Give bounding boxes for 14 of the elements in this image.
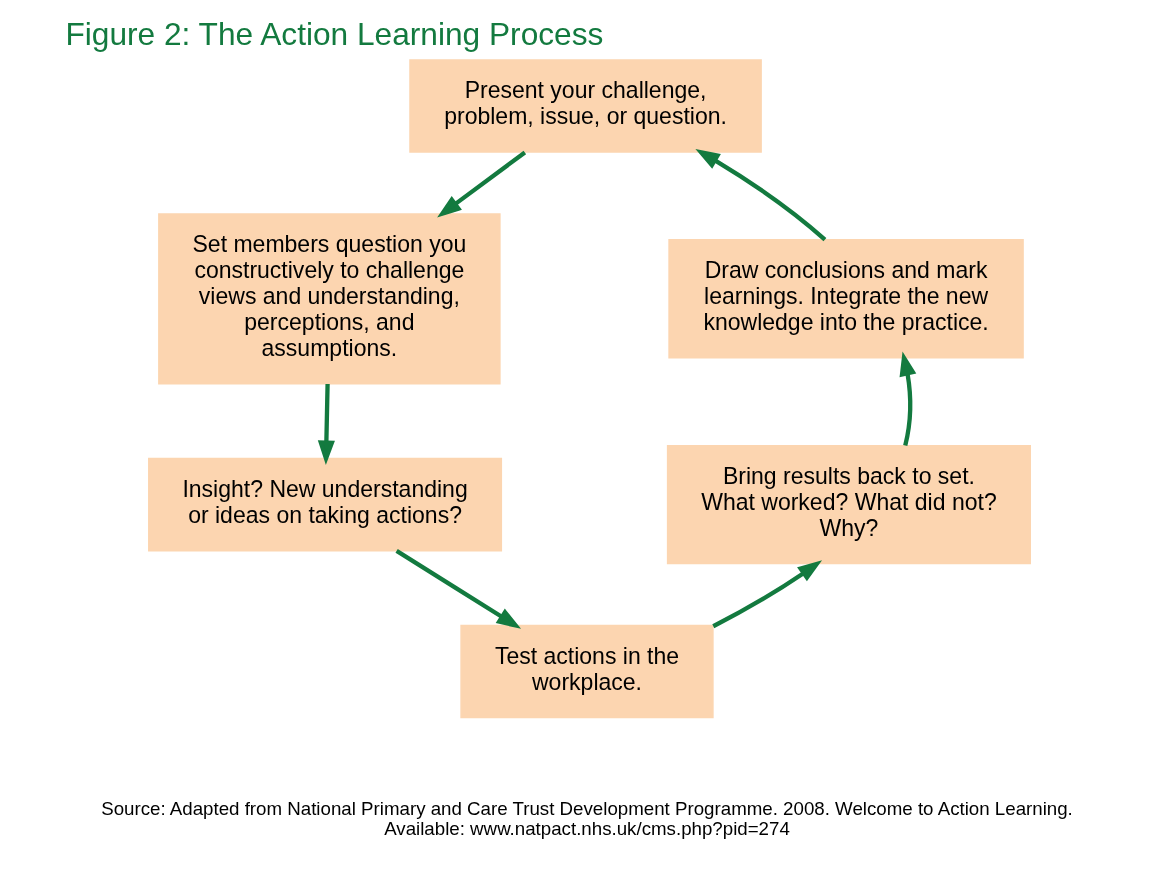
arrow bbox=[899, 351, 916, 446]
node-box: Test actions in the workplace. bbox=[459, 624, 714, 719]
node-box: Insight? New understanding or ideas on taking actions? bbox=[147, 457, 502, 552]
node-box: Bring results back to set. What worked? What did not? Why? bbox=[666, 444, 1031, 565]
node-box: Set members question you constructively to challenge views and understanding, perceptions, and assumptions. bbox=[157, 213, 501, 385]
node-box: Present your challenge, problem, issue, or question. bbox=[408, 59, 762, 153]
arrow bbox=[317, 383, 335, 466]
label: Source: Adapted from National Primary and Care Trust Development Programme. 2008. Welcome to Action Learning. Available: www.natpact.nhs.uk/cms.php?pid=274 bbox=[100, 797, 1073, 839]
diagram-title: Figure 2: The Action Learning Process bbox=[64, 15, 603, 52]
node-box: Draw conclusions and mark learnings. Integrate the new knowledge into the practice. bbox=[667, 239, 1024, 359]
arrow bbox=[711, 560, 822, 629]
arrow bbox=[395, 549, 521, 629]
arrow bbox=[694, 148, 826, 242]
arrow bbox=[436, 150, 526, 218]
